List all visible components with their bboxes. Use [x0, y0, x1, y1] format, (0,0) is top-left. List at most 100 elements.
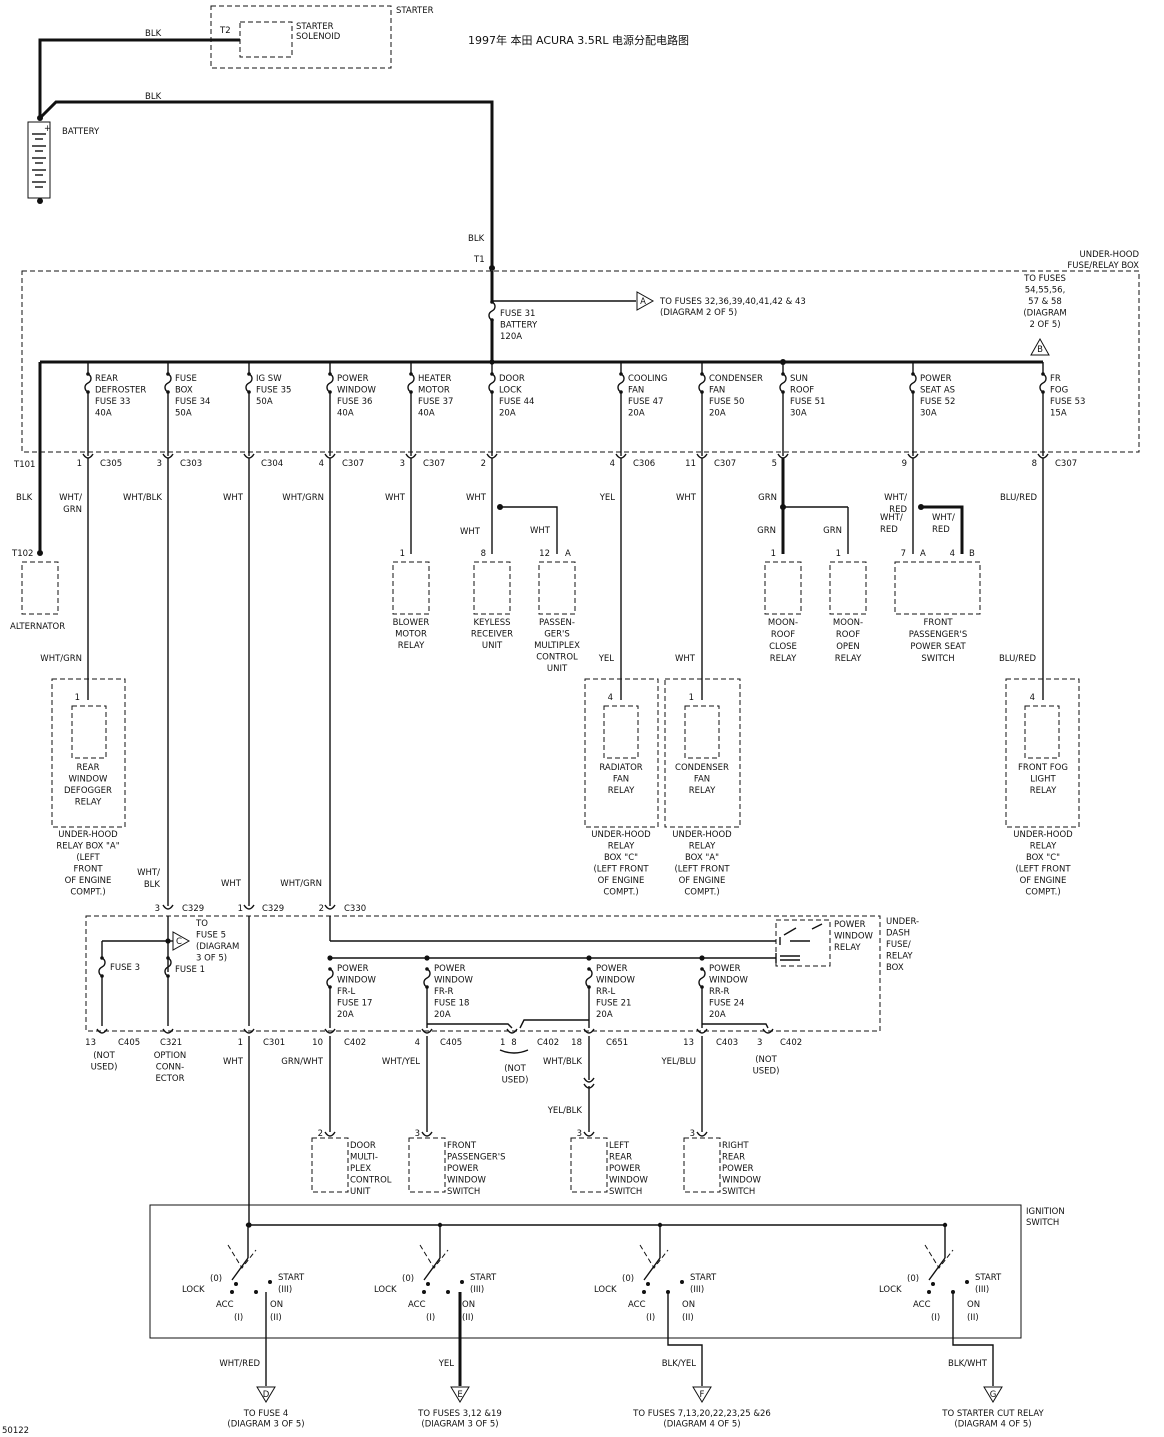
ignition-mechanical-link: [924, 1244, 954, 1269]
fuse-label-2: IG SW: [256, 374, 282, 384]
defogger-label: WINDOW: [69, 775, 109, 785]
fuse-label-1: BOX: [175, 386, 193, 396]
bc-conn-7: C403: [716, 1038, 738, 1048]
ignition-contact-arm: [643, 1257, 661, 1281]
pw-fuse-label-2: WINDOW: [596, 976, 636, 986]
ignition-contact: [931, 1282, 935, 1286]
battery-main-cable: [38, 100, 494, 268]
fuse-label-8: 30A: [790, 409, 807, 419]
terminal-t1: T1: [473, 255, 485, 265]
bc-conn-3: C402: [344, 1038, 366, 1048]
fog-label: RELAY: [1030, 786, 1057, 796]
ref-b-label: (DIAGRAM: [1023, 309, 1066, 319]
lower-load-pin-3: 3: [690, 1129, 695, 1139]
fuse-symbol-1: [164, 373, 172, 393]
pw-fuse-1: [423, 968, 431, 988]
fuse-31-symbol: [488, 301, 496, 321]
fog-wire-color: BLU/RED: [999, 654, 1037, 664]
fuse-pin-7: 11: [685, 459, 696, 469]
ignition-pos1-3: (I): [931, 1313, 940, 1323]
relay-box-a-condenser-label: RELAY: [689, 842, 716, 852]
pw-fuse-label-3: POWER: [709, 964, 741, 974]
ref-d-letter: D: [263, 1390, 270, 1400]
ignition-contact: [965, 1280, 969, 1284]
battery-symbol: [27, 121, 51, 199]
ignition-contact: [422, 1290, 426, 1294]
bc-pin-4: 4: [415, 1038, 420, 1048]
fuse-label-3: POWER: [337, 374, 369, 384]
seat-branch-b: [921, 505, 964, 554]
c329a-pin: 3: [155, 904, 160, 914]
relay-box-c-radiator-label: OF ENGINE: [598, 876, 645, 886]
fuse-symbol-10: [1039, 373, 1047, 393]
fuse-label-3: 40A: [337, 409, 354, 419]
pw-fuse-label-1: WINDOW: [434, 976, 474, 986]
fuse-label-3: WINDOW: [337, 386, 377, 396]
fuse-symbol-2: [245, 373, 253, 393]
lower-load-label-3: RIGHT: [722, 1141, 749, 1151]
pw-fuse-0: [326, 968, 334, 988]
moon-open-wire-color: GRN: [823, 526, 842, 536]
ignition-contact: [230, 1290, 234, 1294]
condenser-label: RELAY: [689, 786, 716, 796]
ignition-label: IGNITION: [1026, 1207, 1065, 1217]
lower-load-label-3: SWITCH: [722, 1187, 755, 1197]
seat-pin-a: 7: [901, 549, 906, 559]
ref-f: [692, 1386, 712, 1403]
c329a-label: C329: [182, 904, 204, 914]
pass-mux-label: GER'S: [544, 630, 570, 640]
lower-load-conn-0: [324, 1131, 336, 1137]
condenser-label: FAN: [694, 775, 710, 785]
ignition-start-3: START: [975, 1273, 1002, 1283]
pass-mux-label: CONTROL: [536, 653, 578, 663]
under-hood-box-label: UNDER-HOOD: [1080, 250, 1140, 260]
relay-box-a-condenser: [664, 678, 741, 828]
blower-relay: [392, 561, 430, 615]
keyless-label: RECEIVER: [471, 630, 513, 640]
pw-fuse-label-2: RR-L: [596, 987, 616, 997]
fuse-terminal: [409, 372, 413, 376]
ref-b-label: 2 OF 5): [1029, 320, 1060, 330]
battery-ground: [37, 198, 43, 204]
radiator-pin: 4: [608, 693, 613, 703]
pass-mux-label: MULTIPLEX: [534, 641, 580, 651]
ignition-pos3-2: (III): [690, 1285, 704, 1295]
output-dest-2: TO FUSES 7,13,20,22,23,25 &26: [632, 1409, 771, 1419]
pw-fuse-label-1: FR-R: [434, 987, 454, 997]
fuse-wire-color-7: WHT: [676, 493, 697, 503]
fuse-wire-color-1: WHT/BLK: [123, 493, 162, 503]
ignition-start-0: START: [278, 1273, 305, 1283]
bc-pin-3: 10: [312, 1038, 323, 1048]
front-fog-light-relay: [1024, 705, 1060, 759]
ignition-section-dot: [942, 1222, 948, 1228]
fuse-label-4: HEATER: [418, 374, 451, 384]
lower-load-label-1: POWER: [447, 1164, 479, 1174]
relay-box-c-radiator-label: COMPT.): [603, 888, 638, 898]
fuse-connector-label-10: C307: [1055, 459, 1077, 469]
ignition-start-2: START: [690, 1273, 717, 1283]
seat-wire-a-color: WHT/: [880, 513, 903, 523]
ref-e: [450, 1386, 470, 1403]
pw-fuse-label-0: WINDOW: [337, 976, 377, 986]
ref-b-letter: B: [1037, 345, 1043, 355]
ignition-lock-0: LOCK: [182, 1285, 205, 1295]
ignition-lock-3: LOCK: [879, 1285, 902, 1295]
fuse-terminal: [328, 372, 332, 376]
fuse-label-9: 30A: [920, 409, 937, 419]
bc-conn-1: C321: [160, 1038, 182, 1048]
fuse-31-label: BATTERY: [500, 321, 538, 331]
ref-c: [172, 931, 191, 951]
radiator-wire-color: YEL: [598, 654, 615, 664]
ignition-section-dot: [245, 1222, 251, 1228]
ignition-contact: [460, 1280, 464, 1284]
defogger-label: REAR: [77, 763, 100, 773]
lower-load-label-2: LEFT: [609, 1141, 630, 1151]
ignition-label: SWITCH: [1026, 1218, 1059, 1228]
front-passenger-seat-switch: [894, 561, 981, 615]
ignition-mechanical-link: [227, 1244, 257, 1269]
ignition-contact: [268, 1280, 272, 1284]
c329-connector-b: [243, 904, 255, 910]
lower-load-label-2: SWITCH: [609, 1187, 642, 1197]
ignition-on-0: ON: [270, 1300, 283, 1310]
